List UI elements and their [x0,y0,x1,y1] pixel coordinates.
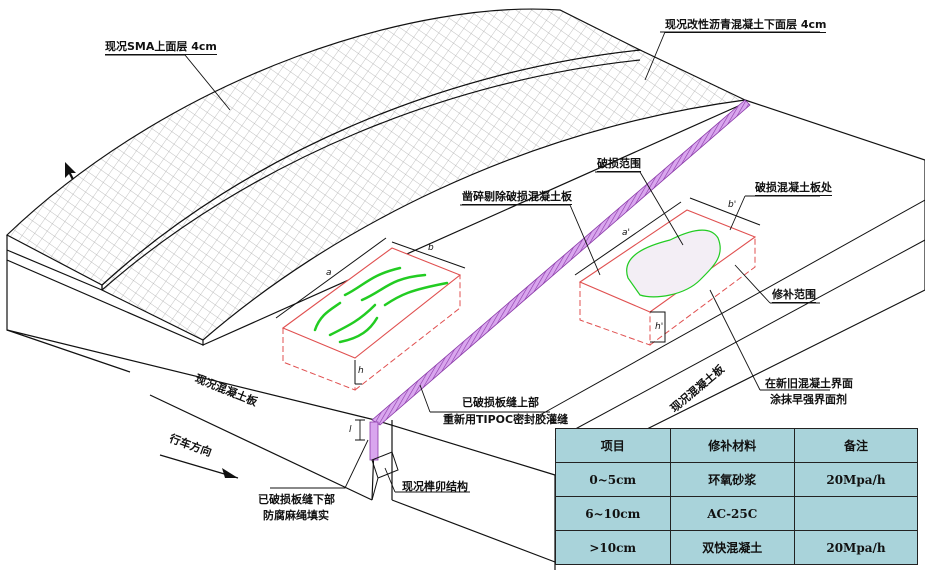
label-interface-line1: 在新旧混凝土界面 [765,377,853,390]
label-repair-range: 修补范围 [772,288,816,303]
label-damage-range: 破损范围 [597,157,641,172]
table-cell: 20Mpa/h [794,462,918,497]
label-joint-upper-line1: 已破损板缝上部 [462,396,539,409]
table-row: >10cm 双快混凝土 20Mpa/h [555,530,918,565]
table-cell: 0~5cm [555,462,671,497]
table-cell: 6~10cm [555,496,671,531]
label-damaged-slab: 破损混凝土板处 [755,181,832,196]
dim-a: a [326,268,332,278]
dim-a-prime: a' [622,228,630,238]
repair-material-table: 项目 修补材料 备注 0~5cm 环氧砂浆 20Mpa/h 6~10cm AC-… [555,428,918,565]
sma-layer [5,8,643,286]
label-joint-upper-line2: 重新用TIPOC密封胶灌缝 [443,413,569,426]
dim-b: b [428,243,434,253]
table-header: 项目 [555,428,671,463]
table-row: 6~10cm AC-25C [555,496,918,531]
table-cell: AC-25C [669,496,795,531]
label-joint-lower-line1: 已破损板缝下部 [258,493,335,506]
repair-box-left [275,237,466,391]
damage-area [626,229,721,298]
dim-h: h [358,366,364,376]
dim-h-prime: h' [655,322,664,332]
label-joint-lower-line2: 防腐麻绳填实 [263,509,329,522]
label-chisel-remove: 凿碎剔除破损混凝土板 [462,190,572,205]
table-cell: >10cm [555,530,671,565]
table-header-row: 项目 修补材料 备注 [555,428,918,463]
cursor-icon [65,162,76,180]
tenon-structure [371,451,399,501]
table-cell [794,496,918,531]
table-cell: 双快混凝土 [669,530,795,565]
label-interface-line2: 涂抹早强界面剂 [770,393,847,406]
table-cell: 环氧砂浆 [669,462,795,497]
table-header: 修补材料 [669,428,795,463]
table-header: 备注 [794,428,918,463]
label-asphalt-lower-layer: 现况改性沥青混凝土下面层 4cm [665,18,827,33]
label-sma-layer: 现况SMA上面层 4cm [105,40,217,55]
dim-b-prime: b' [728,200,737,210]
table-row: 0~5cm 环氧砂浆 20Mpa/h [555,462,918,497]
dim-l: l [349,425,352,435]
table-cell: 20Mpa/h [794,530,918,565]
repair-box-right [574,197,761,346]
label-tenon-structure: 现况榫卯结构 [402,480,468,493]
